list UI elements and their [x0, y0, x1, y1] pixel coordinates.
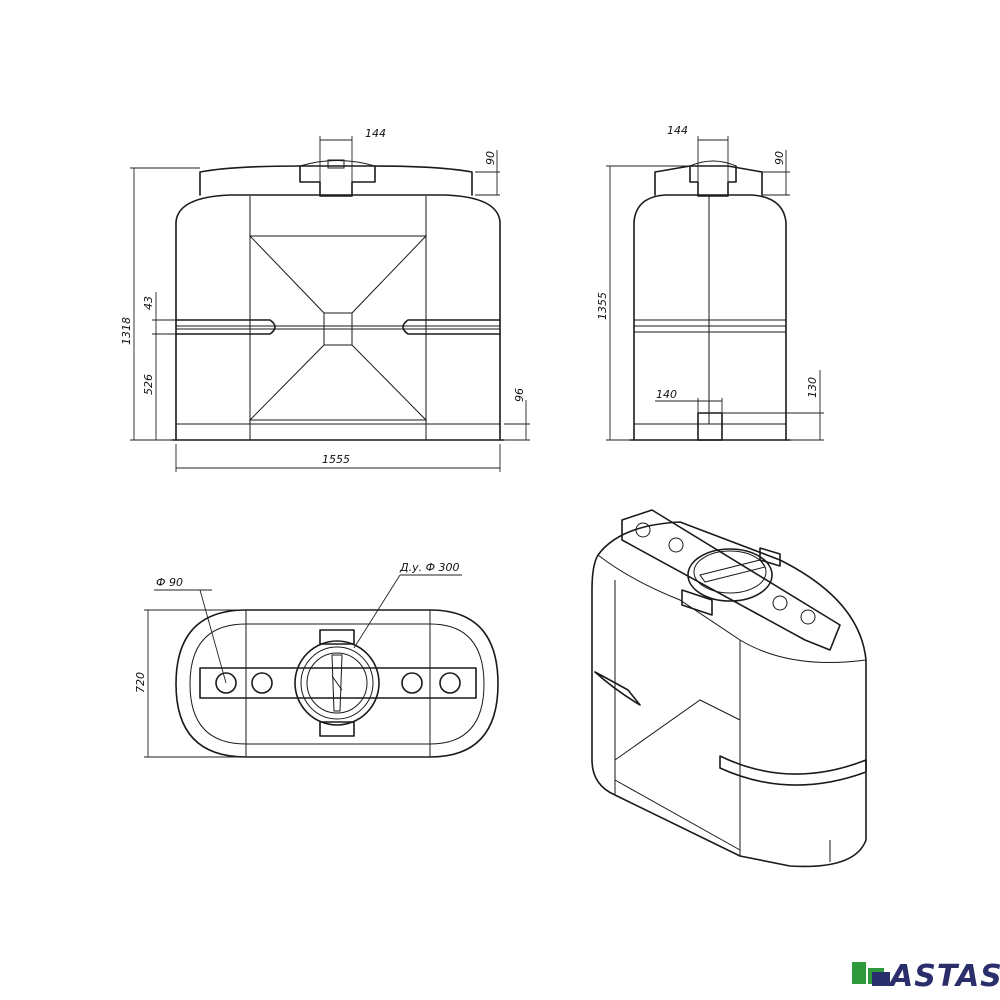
- astas-logo: ASTAS: [852, 959, 1000, 994]
- side-neck-height-label: 90: [773, 151, 786, 165]
- front-view: [171, 159, 505, 441]
- isometric-view: [591, 509, 867, 868]
- side-view: [629, 160, 791, 441]
- front-total-height-label: 1318: [120, 317, 133, 345]
- lid-diameter-label: Д.у. Ф 300: [399, 561, 460, 574]
- side-view-dimensions: 144 90 1355 140 130: [596, 124, 824, 441]
- side-outlet-width-label: 140: [656, 388, 677, 401]
- logo-text: ASTAS: [888, 959, 1000, 994]
- front-total-width-label: 1555: [322, 453, 350, 466]
- top-view: [175, 609, 499, 758]
- top-view-dimensions: Ф 90 Д.у. Ф 300 720: [134, 561, 462, 758]
- hole-diameter-label: Ф 90: [156, 576, 183, 589]
- side-total-height-label: 1355: [596, 292, 609, 320]
- front-base-height-label: 96: [513, 388, 526, 402]
- front-view-dimensions: 144 90 1318 43 526 96 1555: [120, 127, 530, 472]
- side-top-width-label: 144: [667, 124, 688, 137]
- front-top-width-label: 144: [365, 127, 386, 140]
- front-groove-height-label: 43: [142, 296, 155, 310]
- depth-label: 720: [134, 672, 147, 693]
- side-outlet-height-label: 130: [806, 377, 819, 398]
- logo-green-block: [852, 962, 866, 984]
- logo-blue-block: [872, 972, 890, 986]
- front-lower-height-label: 526: [142, 374, 155, 395]
- front-neck-height-label: 90: [484, 151, 497, 165]
